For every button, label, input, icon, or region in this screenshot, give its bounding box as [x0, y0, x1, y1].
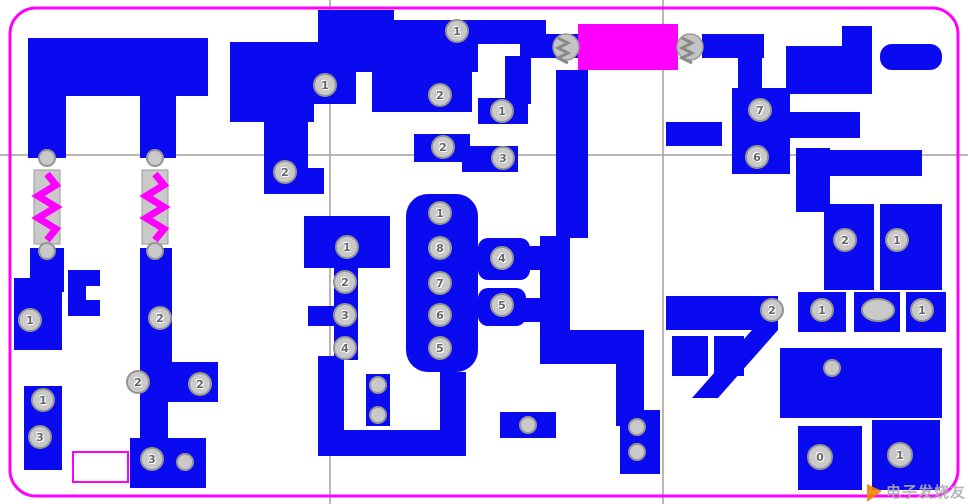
watermark: 电子发烧友: [866, 481, 966, 502]
transformer-coil-left-winding-icon: [554, 36, 572, 65]
silkscreen-rect: [72, 451, 129, 483]
watermark-text: 电子发烧友: [885, 483, 966, 501]
watermark-logo-icon: [866, 481, 882, 502]
fuse-1-element-icon: [31, 171, 63, 243]
transformer-coil-right-winding-icon: [678, 36, 696, 65]
transformer-body: [578, 24, 678, 70]
copper-layer: [14, 10, 946, 490]
fuse-2-element-icon: [139, 171, 171, 243]
fuse-2: [139, 169, 171, 245]
transformer-coil-left-icon: [552, 33, 580, 61]
transformer: [552, 24, 704, 70]
board-outline: [8, 6, 960, 498]
transformer-coil-right-icon: [676, 33, 704, 61]
fuse-1: [31, 169, 63, 245]
